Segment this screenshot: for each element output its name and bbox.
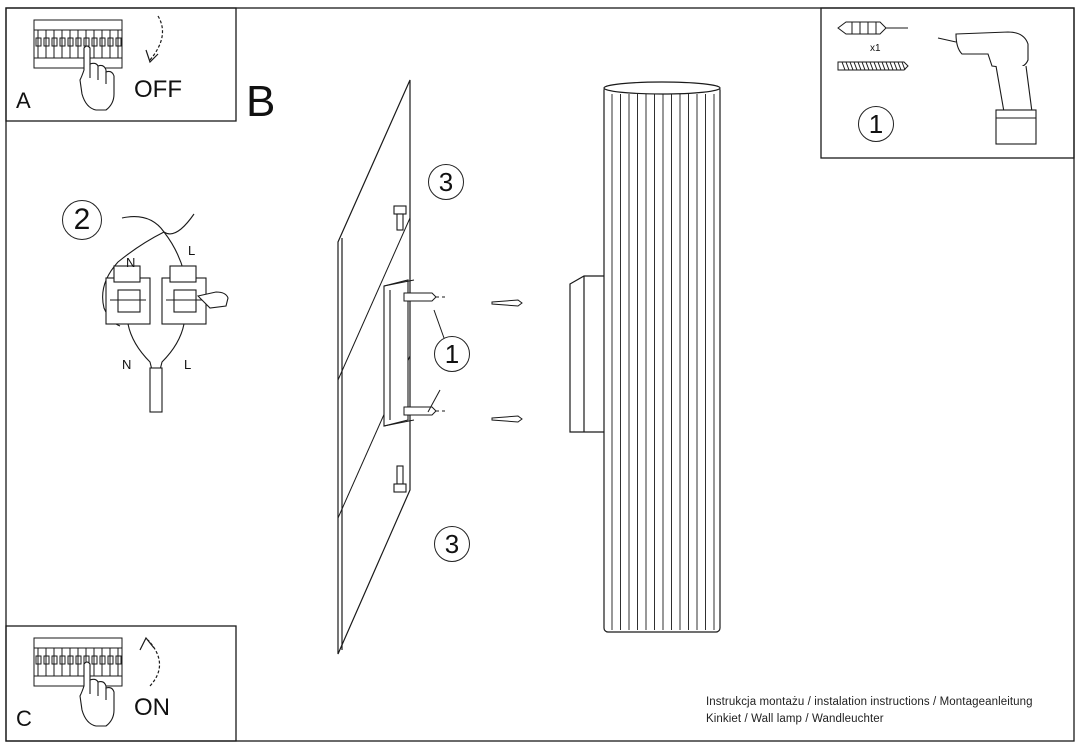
panel-a-breaker-icon: [33, 19, 123, 69]
bottom-cap-screw: [393, 465, 407, 493]
mounting-cap-step-bottom: 3: [434, 526, 470, 562]
drill-icon: [937, 31, 1037, 145]
wiring-label-l-bottom: L: [184, 357, 192, 372]
top-cap-screw: [393, 205, 407, 231]
panel-a-arrow-icon: [145, 15, 164, 64]
panel-a-frame: [5, 7, 237, 122]
panel-c-breaker-icon: [33, 637, 123, 687]
footer-line-2: Kinkiet / Wall lamp / Wandleuchter: [706, 713, 884, 725]
lamp-mounting-plate: [569, 275, 609, 433]
wiring-label-l-top: L: [188, 243, 196, 258]
panel-c-arrow-icon: [139, 636, 161, 687]
dowel-quantity: x1: [870, 43, 881, 54]
panel-c-action: ON: [134, 694, 170, 721]
mounting-cap-step-top: 3: [428, 164, 464, 200]
screw-icon: [837, 61, 909, 71]
wiring-diagram: [102, 213, 229, 413]
lamp-body: [603, 81, 721, 633]
panel-a-letter: A: [16, 88, 31, 113]
wiring-step-number: 2: [62, 200, 102, 240]
panel-c-letter: C: [16, 706, 32, 731]
mounting-bracket: [383, 279, 415, 427]
wiring-label-n-bottom: N: [122, 357, 132, 372]
sheet-border: [5, 7, 1075, 742]
panel-c-hand-icon: [79, 661, 115, 727]
tools-step-number: 1: [858, 106, 894, 142]
bracket-screws: [403, 292, 523, 423]
footer-line-1: Instrukcja montażu / instalation instruc…: [706, 696, 1033, 708]
panel-a-action: OFF: [134, 76, 182, 103]
panel-b-letter: B: [246, 77, 276, 126]
tools-frame: [820, 7, 1075, 159]
panel-c-frame: [5, 625, 237, 742]
panel-a-hand-icon: [79, 45, 115, 111]
wiring-label-n-top: N: [126, 255, 136, 270]
mounting-screw-step: 1: [434, 336, 470, 372]
leader-lines: [427, 309, 445, 413]
wall-plate: [337, 79, 411, 655]
dowel-icon: [837, 21, 908, 35]
